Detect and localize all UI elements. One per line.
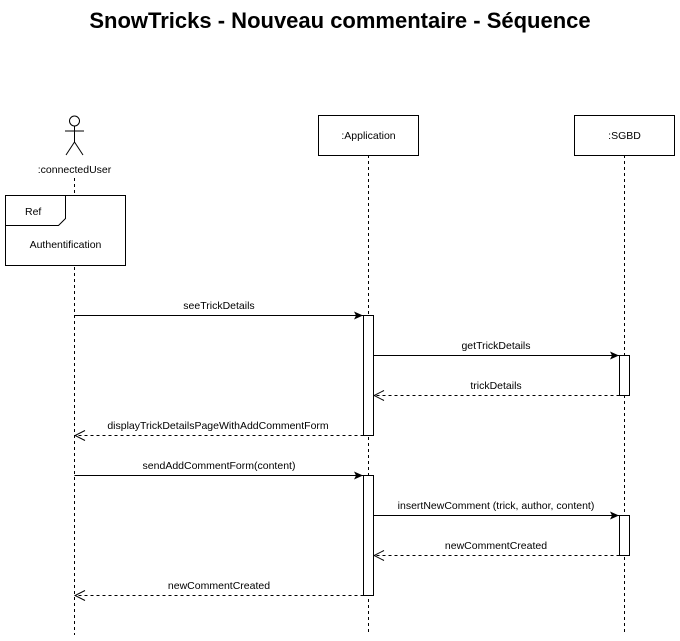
message-trick-details-return: trickDetails [374,380,620,396]
message-label: seeTrickDetails [183,300,254,312]
participant-label: :Application [341,130,395,142]
message-display-page-return: displayTrickDetailsPageWithAddCommentFor… [75,420,364,436]
message-label: trickDetails [470,380,521,392]
activation-bar-application [363,475,374,596]
ref-frame-tag: Ref [25,206,41,218]
message-label: displayTrickDetailsPageWithAddCommentFor… [107,420,329,432]
message-label: newCommentCreated [445,540,547,552]
ref-frame-label: Authentification [30,239,102,251]
participant-application: :Application [318,115,419,156]
stick-figure-icon [69,115,80,127]
actor-label: :connectedUser [38,164,112,176]
message-new-comment-created-db-return: newCommentCreated [374,540,620,556]
message-new-comment-created-user-return: newCommentCreated [75,580,364,596]
ref-frame: Ref Authentification [5,195,126,266]
message-insert-new-comment: insertNewComment (trick, author, content… [373,500,619,520]
participant-label: :SGBD [608,130,641,142]
message-label: sendAddCommentForm(content) [143,460,296,472]
activation-bar-application [363,315,374,436]
message-send-add-comment-form: sendAddCommentForm(content) [74,460,363,480]
message-label: newCommentCreated [168,580,270,592]
activation-bar-sgbd [619,355,630,396]
message-label: insertNewComment (trick, author, content… [398,500,595,512]
actor-connected-user: :connectedUser [38,115,112,176]
message-see-trick-details: seeTrickDetails [74,300,363,320]
message-label: getTrickDetails [461,340,530,352]
participant-sgbd: :SGBD [574,115,675,156]
diagram-title: SnowTricks - Nouveau commentaire - Séque… [89,8,591,33]
activation-bar-sgbd [619,515,630,556]
message-get-trick-details: getTrickDetails [373,340,619,360]
